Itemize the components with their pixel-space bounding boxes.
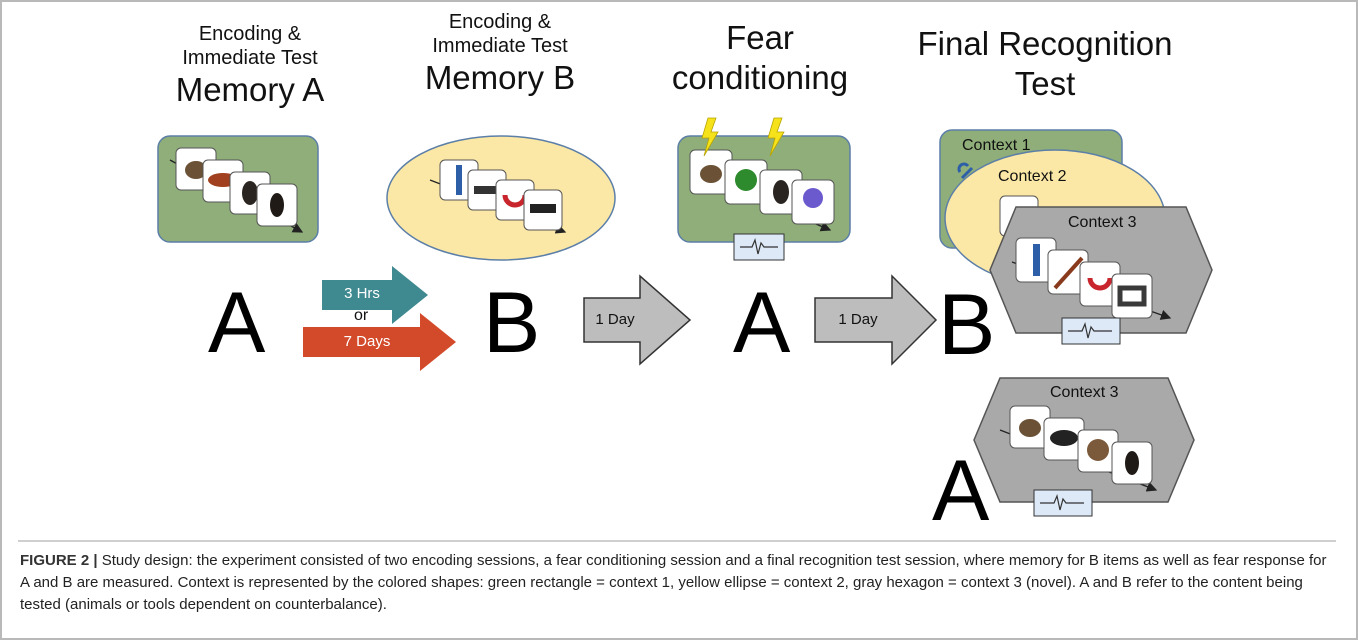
fear-line1: Fear [726, 19, 794, 56]
gray-arrow-1 [583, 274, 692, 366]
memory-a-line2: Immediate Test [182, 47, 318, 69]
ecg-icon-final-b [1061, 317, 1121, 345]
teal-arrow [322, 266, 428, 324]
caption-label: FIGURE 2 | [20, 552, 98, 569]
context3-hexagon-bottom [973, 377, 1195, 517]
tool-card-4 [523, 189, 563, 231]
final-line2: Test [1014, 64, 1076, 102]
figure-caption: FIGURE 2 | Study design: the experiment … [20, 550, 1338, 615]
fear-line2: conditioning [671, 58, 849, 96]
context2-label: Context 2 [998, 168, 1067, 185]
memory-a-heading: Encoding & Immediate Test Memory A [150, 22, 350, 110]
or-label: or [354, 307, 369, 324]
gray-arrow-2 [814, 274, 938, 366]
letter-b-final: B [938, 277, 996, 373]
caption-text: Study design: the experiment consisted o… [20, 552, 1327, 613]
fear-card-4 [791, 179, 835, 225]
letter-b-memory: B [483, 275, 541, 371]
context3-hexagon-top [989, 206, 1213, 345]
memory-a-title: Memory A [175, 71, 325, 108]
final-line1: Final Recognition [917, 25, 1173, 62]
caption-divider [18, 540, 1336, 542]
final-animal-card-2 [1043, 417, 1085, 461]
letter-a-memory: A [208, 275, 266, 371]
memory-a-line1: Encoding & [198, 23, 302, 45]
final-animal-card-1 [1009, 405, 1051, 449]
letter-a-fear: A [733, 275, 791, 371]
animal-card-4 [256, 183, 298, 227]
final-animal-card-3 [1077, 429, 1119, 473]
one-day-label-2: 1 Day [838, 311, 878, 328]
fear-card-2 [724, 159, 768, 205]
seven-days-label: 7 Days [343, 333, 391, 350]
ecg-icon-final-a [1033, 489, 1093, 517]
final-heading: Final Recognition Test [895, 24, 1195, 103]
lightning-icon-2 [767, 117, 785, 157]
ecg-icon-fear [733, 233, 785, 261]
final-animal-card-4 [1111, 441, 1153, 485]
three-hours-label: 3 Hrs [344, 285, 380, 302]
fear-card-1 [689, 149, 733, 195]
memory-b-line1: Encoding & [448, 11, 552, 33]
context3-top-label: Context 3 [1068, 214, 1137, 231]
context3-bottom-label: Context 3 [1050, 384, 1119, 401]
memory-b-title: Memory B [424, 59, 576, 96]
letter-a-final: A [932, 443, 990, 539]
final-tool-card-3 [1079, 261, 1121, 307]
context1-rectangle-fear [677, 117, 851, 261]
memory-b-line2: Immediate Test [432, 35, 568, 57]
wrench-icon [957, 162, 974, 180]
lightning-icon-1 [701, 117, 719, 157]
context1-label: Context 1 [962, 137, 1031, 154]
fear-heading: Fear conditioning [660, 18, 860, 97]
memory-b-heading: Encoding & Immediate Test Memory B [400, 10, 600, 98]
red-arrow [303, 313, 456, 371]
study-design-diagram [157, 117, 1213, 517]
context2-ellipse-memory-b [386, 135, 616, 261]
one-day-label-1: 1 Day [595, 311, 635, 328]
context1-rectangle-memory-a [157, 135, 319, 243]
final-tool-card-4 [1111, 273, 1153, 319]
